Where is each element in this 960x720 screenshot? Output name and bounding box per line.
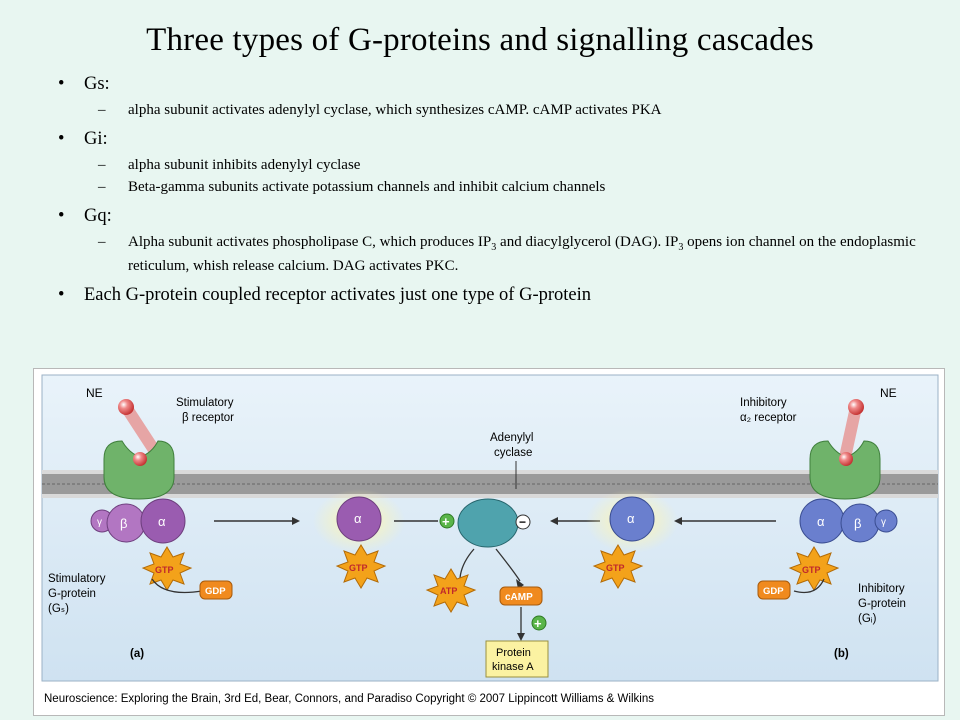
panel-b-label: (b) bbox=[834, 648, 849, 660]
ne-label-left: NE bbox=[86, 386, 103, 400]
alpha-label-free-right: α bbox=[627, 511, 635, 526]
gq-text-c: opens ion channel on the endoplasmic ret… bbox=[128, 234, 916, 274]
gq-text-b: and diacylglycerol (DAG). IP bbox=[496, 234, 679, 250]
bullet-gs: • Gs: bbox=[58, 73, 918, 95]
alpha-label-free-left: α bbox=[354, 511, 362, 526]
sub-bullet-text: alpha subunit activates adenylyl cyclase… bbox=[128, 102, 662, 118]
bullet-list: • Gs: – alpha subunit activates adenylyl c… bbox=[58, 73, 918, 312]
adenylyl-cyclase bbox=[457, 498, 519, 548]
inhib-gprotein-label-2: G-protein bbox=[858, 598, 906, 610]
plus-label: + bbox=[442, 514, 450, 529]
sub-bullet-gq-1: – Alpha subunit activates phospholipase C… bbox=[58, 233, 918, 275]
bullet-dot: • bbox=[58, 206, 65, 226]
pka-label-2: kinase A bbox=[492, 661, 534, 673]
gq-sub-1: 3 bbox=[491, 242, 497, 253]
bullet-gq: • Gq: bbox=[58, 205, 918, 227]
gprotein-figure: NE Stimulatory β receptor γ β α GTP GDP … bbox=[33, 368, 945, 716]
panel-a-label: (a) bbox=[130, 648, 144, 660]
atp-label: ATP bbox=[440, 586, 457, 596]
camp-arrow bbox=[495, 548, 521, 582]
adenylyl-label-1: Adenylyl bbox=[490, 432, 533, 444]
gprotein-diagram: NE Stimulatory β receptor γ β α GTP GDP … bbox=[41, 374, 939, 682]
minus-label: − bbox=[519, 515, 526, 529]
gdp-label-right: GDP bbox=[763, 586, 784, 597]
gs-alpha-subunit bbox=[140, 498, 186, 544]
inhib-receptor-label-1: Inhibitory bbox=[740, 397, 787, 409]
gq-sub-2: 3 bbox=[678, 242, 684, 253]
gtp-label-free-left: GTP bbox=[349, 563, 368, 573]
gtp-label-right: GTP bbox=[802, 565, 821, 575]
inhibit-minus-icon bbox=[515, 514, 531, 530]
ne-bound-left bbox=[133, 452, 147, 466]
bullet-label-gs: Gs: bbox=[84, 74, 110, 94]
beta-label-left: β bbox=[120, 516, 127, 531]
stim-receptor-label-1: Stimulatory bbox=[176, 397, 234, 409]
cell-membrane bbox=[42, 470, 938, 498]
camp-label: cAMP bbox=[505, 592, 533, 603]
inhib-receptor-label-2: α₂ receptor bbox=[740, 412, 797, 424]
gi-alpha-free bbox=[609, 496, 655, 542]
sub-bullet-gi-2: – Beta-gamma subunits activate potassium … bbox=[58, 178, 918, 196]
sub-bullet-text: alpha subunit inhibits adenylyl cyclase bbox=[128, 157, 361, 173]
bullet-last-text: Each G-protein coupled receptor activate… bbox=[84, 285, 592, 305]
gdp-arrow-right bbox=[793, 578, 825, 594]
inhib-alpha2-receptor bbox=[809, 440, 881, 500]
arrowhead bbox=[517, 633, 525, 641]
stim-gprotein-label-1: Stimulatory bbox=[48, 573, 106, 585]
ne-bound-right bbox=[839, 452, 853, 466]
inhib-gprotein-label-3: (Gᵢ) bbox=[858, 613, 877, 625]
atp-burst bbox=[425, 568, 477, 613]
inhib-gprotein-label-1: Inhibitory bbox=[858, 583, 905, 595]
alpha-label-right: α bbox=[817, 514, 825, 529]
gtp-label-left: GTP bbox=[155, 565, 174, 575]
stim-gprotein-label-3: (Gₛ) bbox=[48, 603, 69, 615]
bullet-dot: • bbox=[58, 74, 65, 94]
gtp-burst-free-right bbox=[592, 544, 644, 589]
sub-dash: – bbox=[98, 234, 106, 250]
ne-molecule-left bbox=[118, 399, 134, 415]
bullet-dot: • bbox=[58, 129, 65, 149]
stimulate-plus-icon bbox=[439, 513, 455, 529]
gdp-box-right bbox=[757, 580, 791, 600]
sub-bullet-text: Beta-gamma subunits activate potassium c… bbox=[128, 179, 606, 195]
gamma-label-left: γ bbox=[97, 517, 102, 528]
bullet-gi: • Gi: bbox=[58, 128, 918, 150]
ne-molecule-right bbox=[848, 399, 864, 415]
arrowhead bbox=[674, 517, 682, 525]
bullet-dot: • bbox=[58, 285, 65, 305]
gtp-label-free-right: GTP bbox=[606, 563, 625, 573]
bullet-label-gq: Gq: bbox=[84, 206, 112, 226]
stim-gprotein-label-2: G-protein bbox=[48, 588, 96, 600]
gdp-box-left bbox=[199, 580, 233, 600]
bullet-last: • Each G-protein coupled receptor activat… bbox=[58, 284, 918, 306]
sub-dash: – bbox=[98, 157, 106, 173]
beta-label-right: β bbox=[854, 516, 861, 531]
sub-dash: – bbox=[98, 102, 106, 118]
adenylyl-label-2: cyclase bbox=[494, 447, 532, 459]
arrowhead bbox=[292, 517, 300, 525]
slide-title: Three types of G-proteins and signalling… bbox=[146, 22, 814, 58]
gdp-arrow-left bbox=[151, 578, 203, 594]
arrowhead bbox=[550, 517, 558, 525]
gtp-burst-free-left bbox=[335, 544, 387, 589]
sub-dash: – bbox=[98, 179, 106, 195]
sub-bullet-gi-1: – alpha subunit inhibits adenylyl cyclase bbox=[58, 156, 918, 174]
ne-label-right: NE bbox=[880, 386, 897, 400]
pka-plus-label: + bbox=[534, 616, 542, 631]
pka-plus-icon bbox=[531, 615, 547, 631]
gq-text-a: Alpha subunit activates phospholipase C,… bbox=[128, 234, 492, 250]
stim-receptor-label-2: β receptor bbox=[182, 412, 234, 424]
camp-box bbox=[499, 586, 543, 606]
stim-beta-receptor bbox=[103, 440, 175, 500]
pka-box bbox=[485, 640, 549, 678]
alpha-label-left: α bbox=[158, 514, 166, 529]
sub-bullet-gs-1: – alpha subunit activates adenylyl cyclas… bbox=[58, 101, 918, 119]
bullet-label-gi: Gi: bbox=[84, 129, 108, 149]
gs-alpha-free bbox=[336, 496, 382, 542]
figure-caption: Neuroscience: Exploring the Brain, 3rd E… bbox=[44, 693, 654, 705]
pka-label-1: Protein bbox=[496, 647, 531, 659]
gamma-label-right: γ bbox=[881, 517, 886, 528]
gdp-label-left: GDP bbox=[205, 586, 226, 597]
gi-gamma-subunit bbox=[874, 509, 898, 533]
